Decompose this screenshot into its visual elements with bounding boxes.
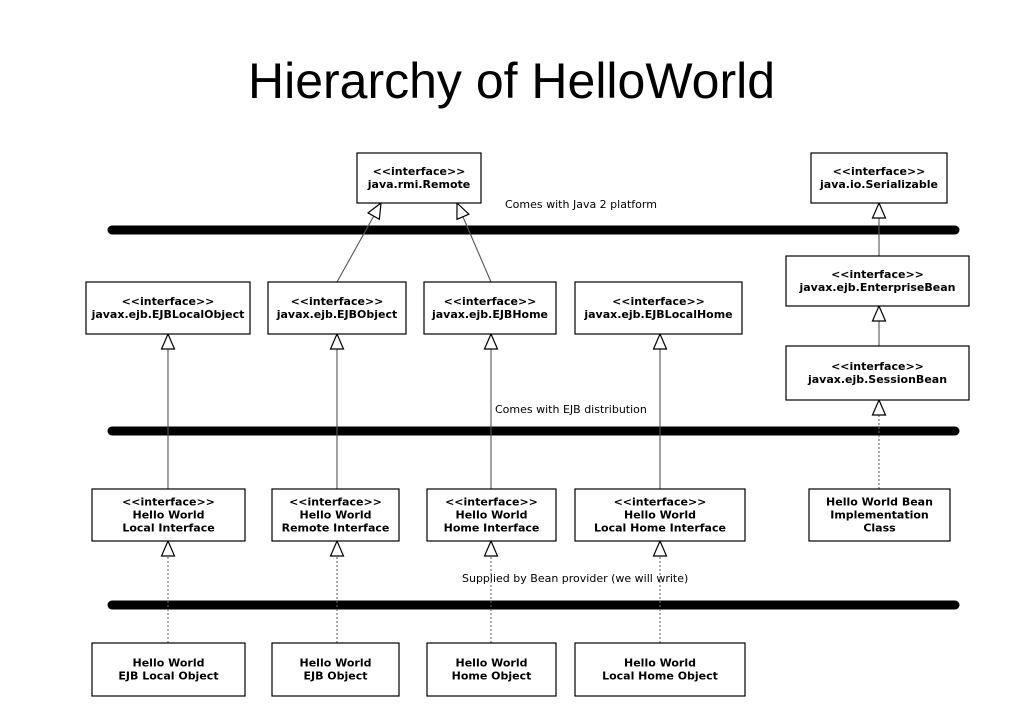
inheritance-arrowhead	[366, 201, 382, 221]
box-label: <<interface>>	[833, 165, 926, 178]
box-label: Hello World Bean	[826, 496, 933, 509]
box-frame	[574, 642, 746, 697]
box-label: Local Interface	[122, 522, 214, 535]
box-label: Local Home Object	[602, 670, 718, 683]
box-label: EJB Object	[303, 670, 367, 683]
box-label: <<interface>>	[289, 496, 382, 509]
box-label: <<interface>>	[373, 165, 466, 178]
box-rmi-remote: <<interface>>java.rmi.Remote	[356, 152, 482, 204]
box-label: Home Interface	[444, 522, 540, 535]
box-label: <<interface>>	[831, 360, 924, 373]
box-label: java.io.Serializable	[819, 178, 938, 191]
band-label: Supplied by Bean provider (we will write…	[462, 572, 688, 585]
box-enterprise-bean: <<interface>>javax.ejb.EnterpriseBean	[785, 255, 970, 307]
box-label: <<interface>>	[612, 295, 705, 308]
band-label: Comes with EJB distribution	[495, 403, 647, 416]
box-label: <<interface>>	[831, 268, 924, 281]
box-label: javax.ejb.SessionBean	[807, 373, 947, 386]
box-label: javax.ejb.EJBLocalHome	[583, 308, 732, 321]
box-frame	[426, 642, 557, 697]
inheritance-arrowhead	[456, 201, 470, 221]
box-frame	[271, 488, 400, 542]
box-label: Hello World	[624, 509, 696, 522]
box-label: <<interface>>	[444, 295, 537, 308]
inheritance-arrowhead	[329, 332, 345, 350]
box-frame	[91, 488, 246, 542]
box-label: Local Home Interface	[594, 522, 726, 535]
box-io-serializable: <<interface>>java.io.Serializable	[810, 152, 948, 204]
box-label: Hello World	[300, 657, 372, 670]
box-label: Hello World	[133, 509, 205, 522]
inheritance-arrowhead	[160, 539, 176, 557]
box-frame	[85, 281, 251, 335]
box-label: Home Object	[452, 670, 532, 683]
box-frame	[810, 152, 948, 204]
box-label: javax.ejb.EJBHome	[431, 308, 548, 321]
box-label: javax.ejb.EJBObject	[276, 308, 398, 321]
box-ejb-local-home: <<interface>>javax.ejb.EJBLocalHome	[574, 281, 743, 335]
inheritance-arrowhead	[871, 304, 887, 322]
box-label: <<interface>>	[122, 496, 215, 509]
box-label: <<interface>>	[445, 496, 538, 509]
box-session-bean: <<interface>>javax.ejb.SessionBean	[785, 345, 970, 401]
inheritance-arrowhead	[483, 539, 499, 557]
box-label: <<interface>>	[614, 496, 707, 509]
page-title: Hierarchy of HelloWorld	[247, 53, 776, 109]
box-label: EJB Local Object	[118, 670, 218, 683]
box-ejb-object: <<interface>>javax.ejb.EJBObject	[267, 281, 407, 335]
box-label: javax.ejb.EnterpriseBean	[798, 281, 955, 294]
box-frame	[423, 281, 557, 335]
box-frame	[574, 488, 746, 542]
inheritance-arrowhead	[871, 201, 887, 219]
box-label: <<interface>>	[291, 295, 384, 308]
box-label: Hello World	[133, 657, 205, 670]
box-label: Implementation	[830, 509, 929, 522]
box-label: <<interface>>	[122, 295, 215, 308]
inheritance-line	[336, 215, 375, 283]
box-label: Class	[863, 522, 896, 535]
inheritance-arrowhead	[652, 539, 668, 557]
inheritance-arrowhead	[483, 332, 499, 350]
inheritance-arrowhead	[160, 332, 176, 350]
box-frame	[785, 345, 970, 401]
box-label: Remote Interface	[282, 522, 390, 535]
band-label: Comes with Java 2 platform	[505, 198, 657, 211]
box-frame	[574, 281, 743, 335]
box-frame	[426, 488, 557, 542]
inheritance-arrowhead	[871, 398, 887, 416]
box-label: java.rmi.Remote	[367, 178, 470, 191]
box-frame	[271, 642, 400, 697]
box-frame	[785, 255, 970, 307]
box-label: Hello World	[456, 509, 528, 522]
box-frame	[267, 281, 407, 335]
box-label: javax.ejb.EJBLocalObject	[91, 308, 245, 321]
inheritance-arrowhead	[652, 332, 668, 350]
box-ejb-local-object: <<interface>>javax.ejb.EJBLocalObject	[85, 281, 251, 335]
box-label: Hello World	[624, 657, 696, 670]
box-frame	[91, 642, 246, 697]
box-label: Hello World	[456, 657, 528, 670]
box-frame	[356, 152, 482, 204]
box-frame	[808, 488, 951, 542]
box-label: Hello World	[300, 509, 372, 522]
box-ejb-home: <<interface>>javax.ejb.EJBHome	[423, 281, 557, 335]
inheritance-arrowhead	[329, 539, 345, 557]
inheritance-line	[462, 216, 492, 283]
